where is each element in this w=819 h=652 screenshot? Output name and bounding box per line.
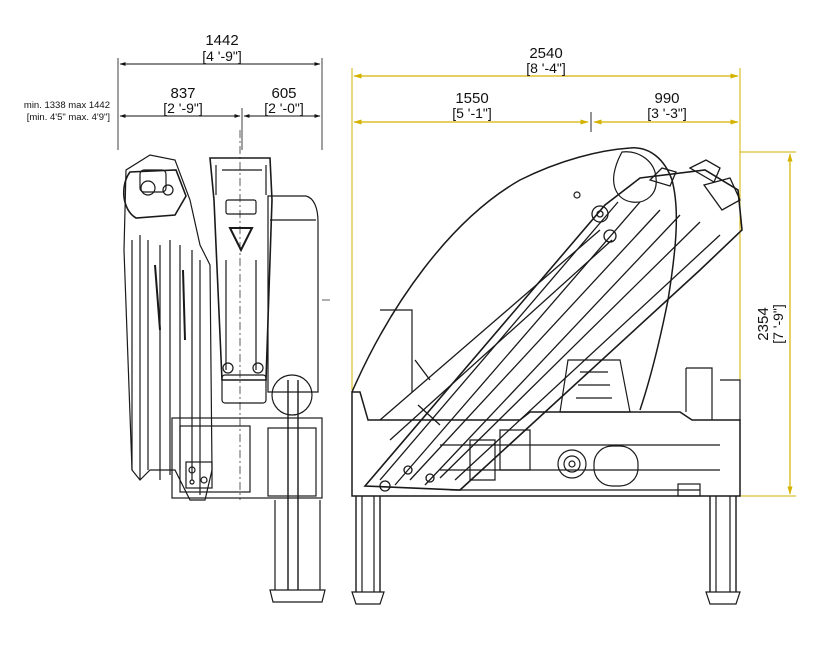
dim-1550-mm: 1550 bbox=[455, 90, 488, 107]
dim-1550-ft: [5 '-1"] bbox=[452, 105, 492, 121]
dim-990-ft: [3 '-3"] bbox=[647, 105, 687, 121]
dim-837-ft: [2 '-9"] bbox=[163, 100, 203, 116]
crane-side-view bbox=[123, 130, 330, 603]
note-line-mm: min. 1338 max 1442 bbox=[23, 100, 110, 111]
dim-605-mm: 605 bbox=[271, 85, 296, 102]
dim-2540-ft: [8 '-4"] bbox=[526, 60, 566, 76]
crane-front-view bbox=[351, 147, 743, 605]
dim-2354-ft: [7 '-9"] bbox=[770, 304, 786, 344]
dim-990-mm: 990 bbox=[654, 90, 679, 107]
side-view-dimensions: 1442 [4 '-9"] 837 [2 '-9"] 605 [2 '-0"] bbox=[117, 32, 323, 150]
dim-837-mm: 837 bbox=[170, 85, 195, 102]
note-line-ft: [min. 4'5" max. 4'9"] bbox=[26, 112, 110, 123]
dim-2540-mm: 2540 bbox=[529, 45, 562, 62]
dim-1442-ft: [4 '-9"] bbox=[202, 48, 242, 64]
dim-1442-mm: 1442 bbox=[205, 32, 238, 49]
telescopic-width-note: min. 1338 max 1442 [min. 4'5" max. 4'9"] bbox=[4, 100, 110, 124]
front-view-dimensions: 2540 [8 '-4"] 1550 [5 '-1"] 990 [3 '-3"]… bbox=[351, 45, 796, 497]
dim-605-ft: [2 '-0"] bbox=[264, 100, 304, 116]
dim-2354-mm: 2354 bbox=[755, 307, 772, 340]
